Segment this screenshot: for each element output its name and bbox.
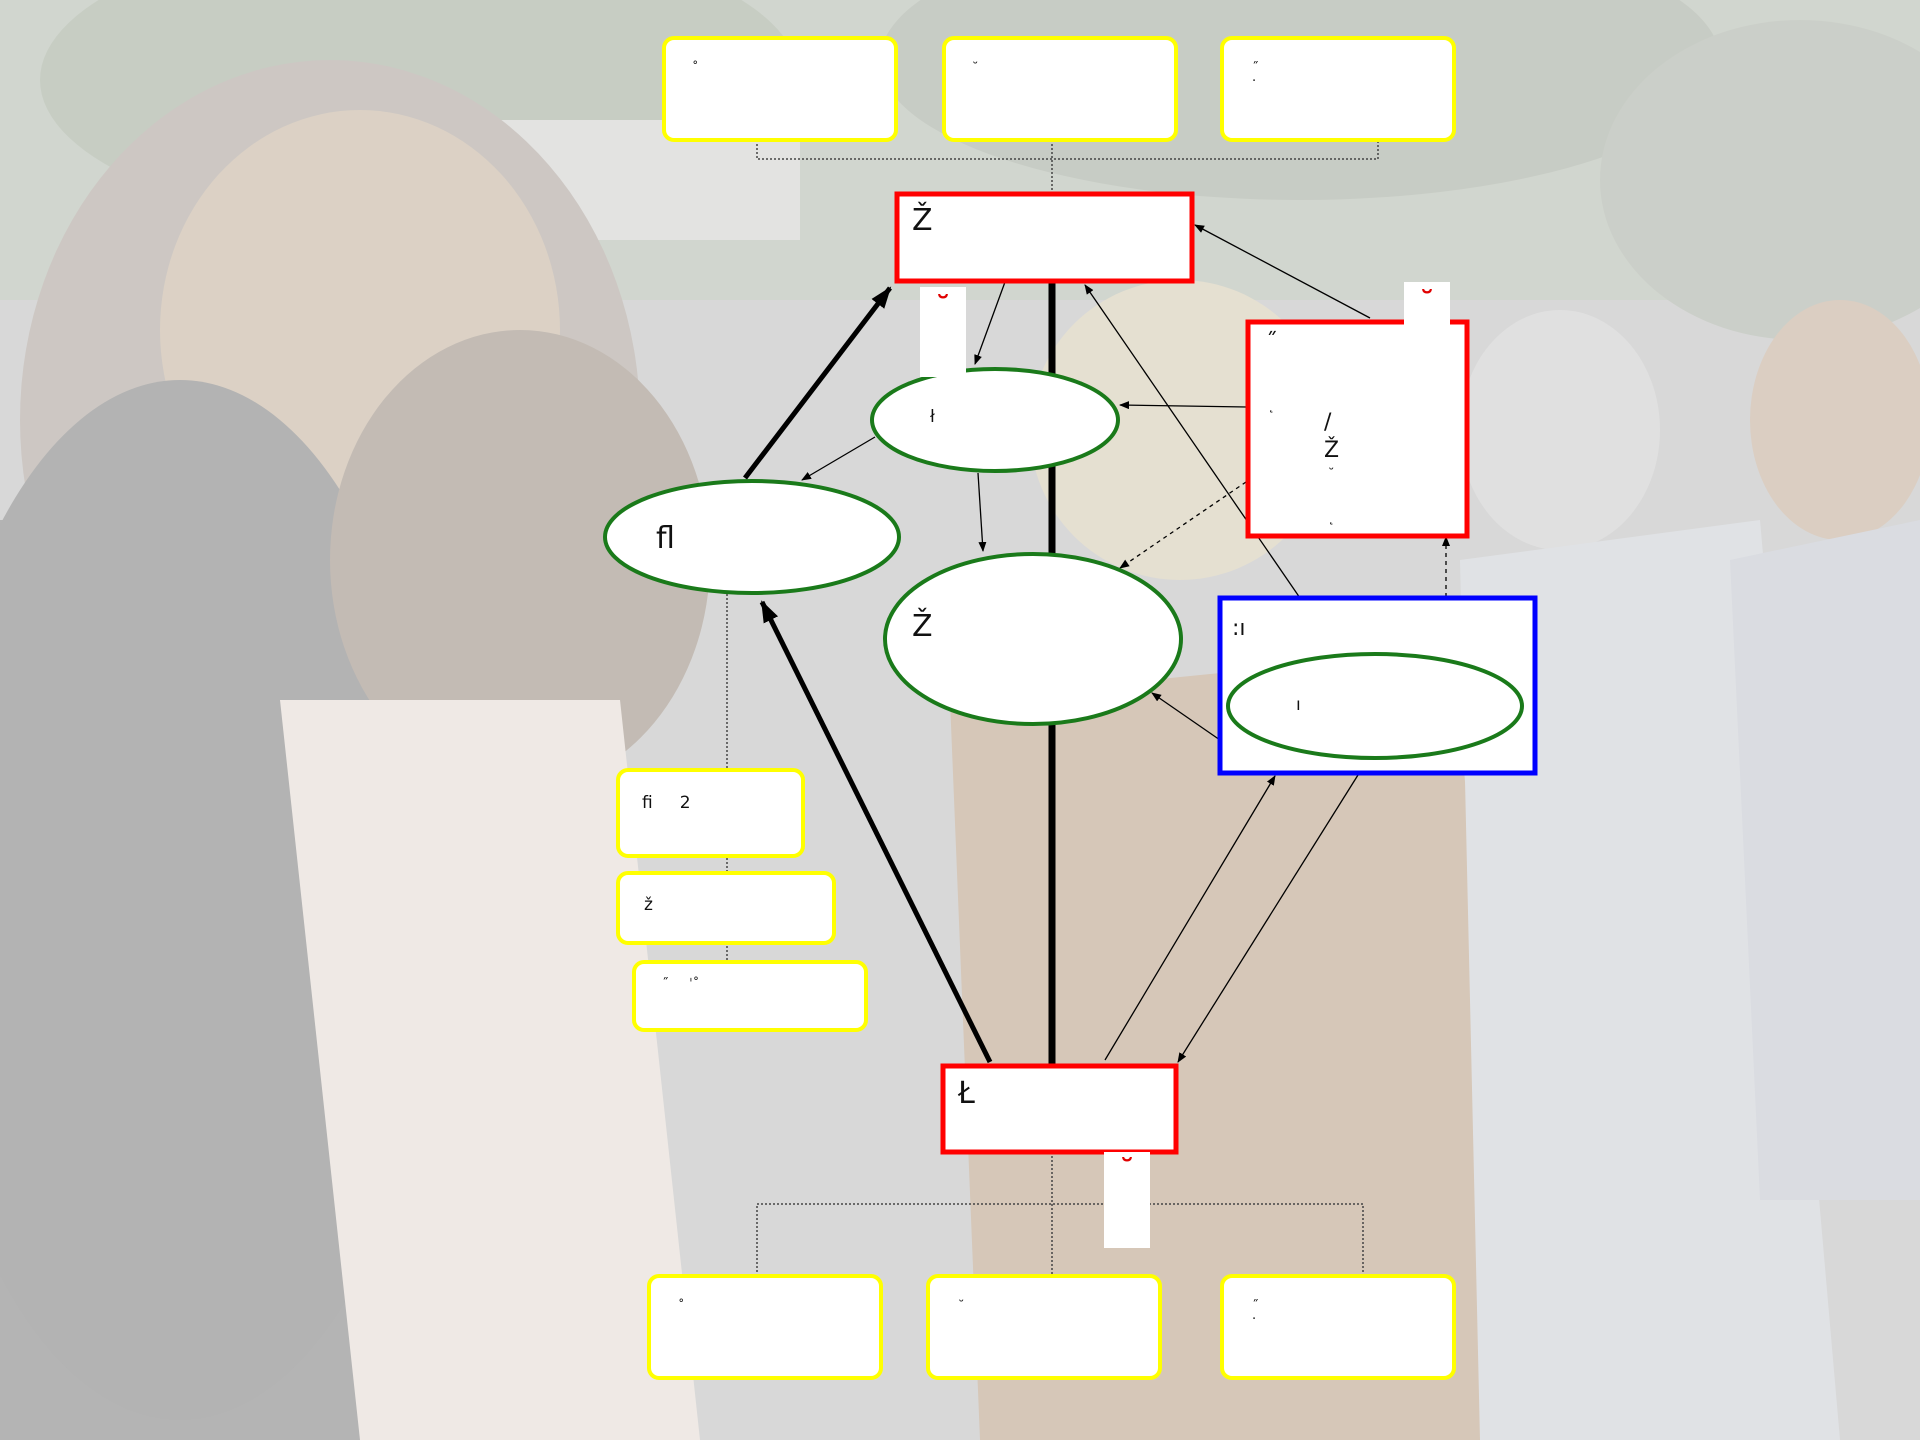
- arrow-small-to-center: [977, 472, 987, 552]
- dashed-arrow-right-to-center: [1119, 481, 1247, 569]
- top-note-2: [942, 36, 1178, 142]
- top-note-3: [1220, 36, 1456, 142]
- center-ellipse-label: Ž: [912, 609, 933, 644]
- small-top-ellipse: [870, 367, 1120, 473]
- bottom-note-2-text: ˘: [958, 1299, 965, 1314]
- inner-ellipse: [1226, 652, 1524, 760]
- marker-top: ˘: [920, 287, 966, 377]
- top-note-1-text: ˚: [692, 61, 699, 76]
- top-note-2-text: ˘: [972, 61, 979, 76]
- arrow-small-to-left: [801, 436, 876, 481]
- right-class-title: ˝: [1266, 330, 1277, 355]
- right-class-line-5: ˛: [1328, 511, 1335, 526]
- arrow-right-to-top: [1194, 224, 1371, 319]
- arrow-top-to-small: [974, 281, 1006, 365]
- left-ellipse-label: ﬂ: [656, 521, 675, 556]
- bottom-note-3-text: ˝ ·: [1252, 1299, 1259, 1327]
- inner-ellipse-label: ı: [1296, 695, 1301, 715]
- bottom-bracket-connector: [756, 1152, 1364, 1276]
- right-class-line-4: ˘: [1328, 467, 1335, 482]
- person-marker-icon: ˘: [1419, 286, 1435, 321]
- arrow-component-to-bottom: [1177, 774, 1359, 1063]
- bottom-note-1: [647, 1274, 883, 1380]
- right-class-line-3: Ž: [1324, 438, 1340, 463]
- top-notes: [662, 36, 1456, 142]
- arrow-right-to-small: [1119, 401, 1248, 410]
- thick-arrow-bottom-to-left: [759, 600, 993, 1064]
- top-class-box: [894, 191, 1195, 284]
- left-ellipse: [603, 479, 901, 595]
- marker-right: ˘: [1404, 282, 1450, 330]
- arrow-bottom-to-component: [1104, 775, 1276, 1061]
- side-note-1: [616, 768, 805, 858]
- side-note-3-text: ˝ ˈ˚: [662, 977, 700, 992]
- side-note-1-text: ﬁ 2: [642, 793, 691, 813]
- bottom-notes: [647, 1274, 1456, 1380]
- side-note-3: [632, 960, 868, 1032]
- person-marker-icon: ˘: [935, 291, 951, 326]
- side-notes: [616, 768, 868, 1032]
- arrow-component-to-top: [1084, 284, 1301, 599]
- arrow-component-to-center: [1151, 692, 1221, 741]
- right-class-box: [1245, 319, 1470, 539]
- bottom-note-2: [926, 1274, 1162, 1380]
- right-class-line-1: ˛: [1268, 399, 1275, 414]
- top-note-3-text: ˝ ·: [1252, 61, 1259, 89]
- bottom-note-1-text: ˚: [678, 1299, 685, 1314]
- bottom-class-box: [940, 1063, 1179, 1155]
- person-marker-icon: ˘: [1119, 1154, 1135, 1189]
- top-class-title: Ž: [912, 203, 933, 238]
- side-note-2: [616, 871, 836, 945]
- thin-arrows: [801, 224, 1450, 1063]
- component-label: :ı: [1232, 616, 1246, 641]
- right-class-line-2: /: [1324, 410, 1332, 435]
- bottom-class-title: Ł: [958, 1076, 975, 1111]
- small-top-ellipse-label: ł: [930, 407, 935, 427]
- marker-bottom: ˘: [1104, 1152, 1150, 1248]
- top-note-1: [662, 36, 898, 142]
- top-bracket-connector: [756, 140, 1379, 192]
- thick-arrow-left-to-top: [743, 286, 892, 480]
- bottom-note-3: [1220, 1274, 1456, 1380]
- center-ellipse: [883, 552, 1183, 726]
- side-note-2-text: ž: [644, 895, 653, 915]
